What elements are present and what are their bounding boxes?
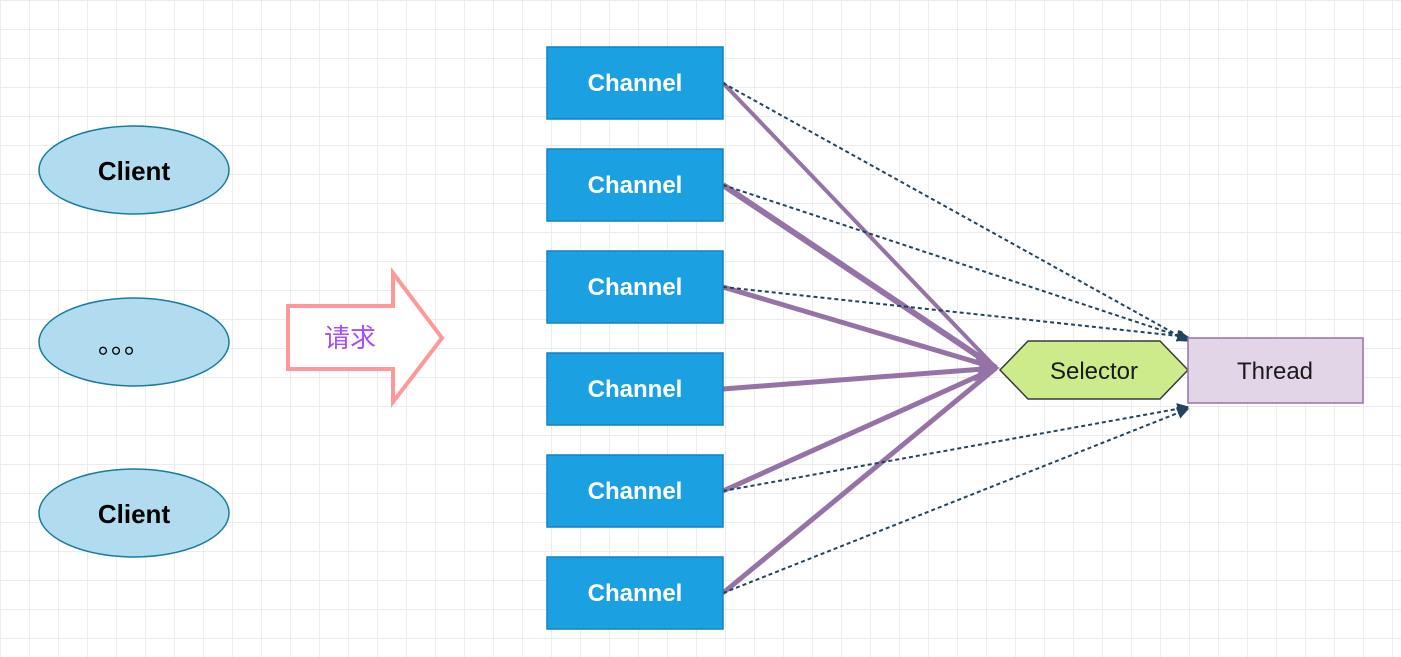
channel-box — [546, 454, 724, 528]
channel-box — [546, 352, 724, 426]
dashed-connectors — [722, 82, 1190, 594]
channel-box — [546, 148, 724, 222]
channel-box — [546, 46, 724, 120]
solid-connector-channel-5 — [721, 365, 998, 494]
selector-label: Selector — [1050, 358, 1138, 385]
channel-label: Channel — [588, 172, 683, 199]
channel-label: Channel — [588, 274, 683, 301]
dashed-connector-channel-6 — [722, 407, 1190, 594]
channel-node-1: Channel — [546, 46, 724, 120]
channel-label: Channel — [588, 376, 683, 403]
thread-label: Thread — [1237, 358, 1313, 385]
channel-box — [546, 556, 724, 630]
channel-label: Channel — [588, 478, 683, 505]
solid-connector-channel-2 — [721, 182, 998, 371]
channel-node-4: Channel — [546, 352, 724, 426]
selector-node: Selector — [998, 340, 1190, 400]
channel-box — [546, 250, 724, 324]
dashed-connector-channel-3 — [722, 286, 1190, 342]
client-label: 。。。 — [98, 330, 150, 360]
channel-node-2: Channel — [546, 148, 724, 222]
solid-connector-arrowhead — [974, 354, 1000, 382]
request-arrow-label: 请求 — [324, 324, 376, 354]
channel-node-6: Channel — [546, 556, 724, 630]
solid-connectors — [721, 81, 1000, 595]
client-node-1: Client — [38, 125, 230, 215]
client-ellipse — [38, 468, 230, 558]
client-ellipse — [38, 297, 230, 387]
channel-label: Channel — [588, 70, 683, 97]
channel-label: Channel — [588, 580, 683, 607]
client-label: Client — [98, 499, 171, 529]
channel-node-5: Channel — [546, 454, 724, 528]
solid-connector-channel-1 — [721, 81, 998, 370]
client-label: Client — [98, 156, 171, 186]
request-arrow-shape — [286, 267, 445, 408]
channel-node-3: Channel — [546, 250, 724, 324]
solid-connector-channel-4 — [722, 365, 997, 392]
dashed-connector-channel-2 — [722, 184, 1190, 342]
client-node-ellipsis: 。。。 — [38, 297, 230, 387]
dashed-connector-channel-1 — [722, 82, 1190, 342]
solid-connector-channel-6 — [721, 366, 998, 595]
client-node-2: Client — [38, 468, 230, 558]
thread-box — [1187, 337, 1364, 404]
dashed-connector-channel-5 — [722, 403, 1190, 492]
solid-connector-channel-3 — [722, 284, 997, 371]
request-arrow: 请求 — [286, 267, 445, 408]
client-ellipse — [38, 125, 230, 215]
thread-node: Thread — [1187, 337, 1364, 404]
